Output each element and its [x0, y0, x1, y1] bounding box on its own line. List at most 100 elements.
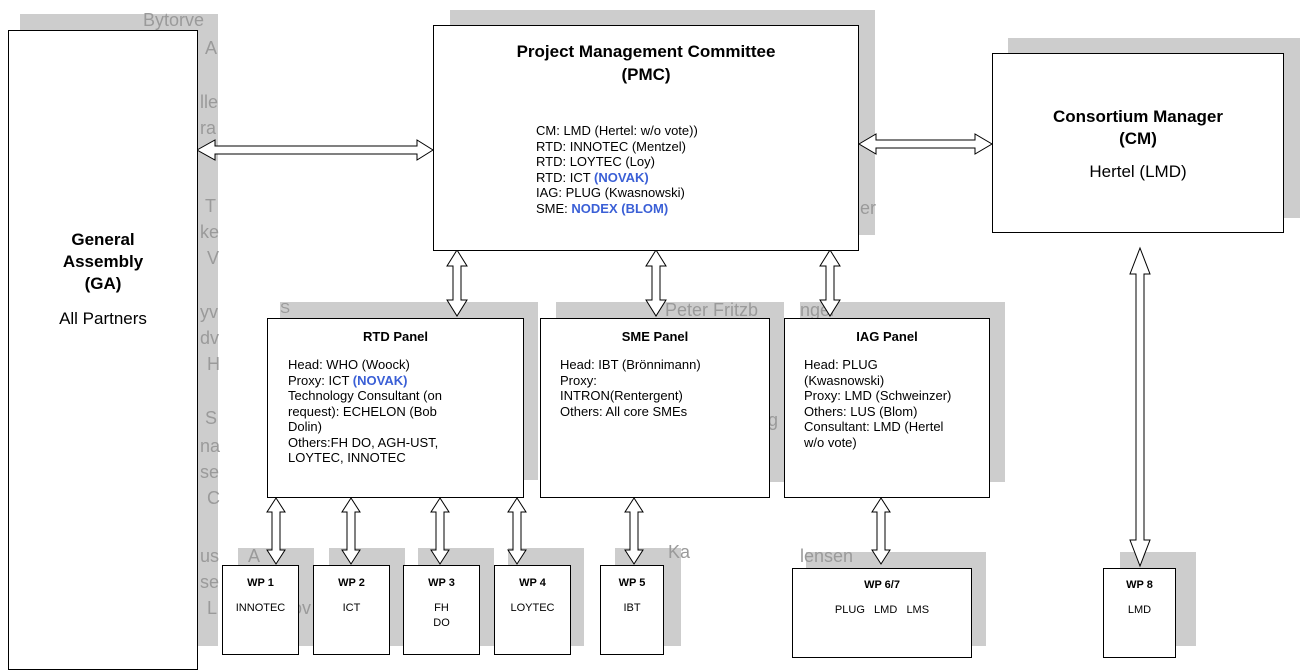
- arrow-pmc-rtd: [446, 249, 468, 317]
- pmc-title-line: Project Management Committee: [516, 42, 776, 61]
- ghost-text: L: [207, 598, 218, 618]
- wp-members: IBT: [623, 602, 641, 614]
- ga-subtitle: All Partners: [59, 309, 147, 328]
- wp-members: LMD: [1127, 604, 1152, 616]
- wp-2-box: WP 2 ICT: [313, 565, 390, 655]
- general-assembly-box: General Assembly (GA) All Partners: [8, 30, 198, 670]
- rtd-panel-box: RTD Panel Head: WHO (Woock) Proxy: ICT (…: [267, 318, 524, 498]
- sme-panel-line: Head: IBT (Brönnimann): [560, 357, 701, 372]
- ghost-text: S: [280, 300, 291, 317]
- wp-8-box: WP 8 LMD: [1103, 568, 1176, 658]
- iag-panel-body: Head: PLUG (Kwasnowski) Proxy: LMD (Schw…: [804, 357, 951, 450]
- ghost-text: A: [205, 38, 218, 58]
- wp-title: WP 2: [338, 577, 365, 589]
- wp-4-box: WP 4 LOYTEC: [494, 565, 571, 655]
- sme-panel-title: SME Panel: [621, 329, 689, 344]
- iag-panel-line: (Kwasnowski): [804, 372, 885, 388]
- ghost-text: Bytorve: [143, 10, 205, 30]
- arrow-pmc-iag: [819, 249, 841, 317]
- pmc-title-line: (PMC): [621, 65, 671, 84]
- arrow-pmc-cm: [858, 133, 993, 155]
- pmc-member: IAG: PLUG (Kwasnowski): [536, 185, 685, 200]
- ghost-text: ra: [200, 118, 217, 138]
- wp-members: INNOTEC: [235, 602, 286, 614]
- sme-panel-box: SME Panel Head: IBT (Brönnimann) Proxy: …: [540, 318, 770, 498]
- arrow-rtd-wp3: [430, 497, 450, 565]
- arrow-sme-wp5: [624, 497, 644, 565]
- iag-panel-title: IAG Panel: [856, 329, 918, 344]
- ghost-text: Ka: [668, 542, 691, 562]
- wp-6-7-box: WP 6/7 PLUG LMD LMS: [792, 568, 972, 658]
- cm-title-line: (CM): [1119, 129, 1157, 148]
- wp-title: WP 6/7: [864, 579, 900, 591]
- arrow-cm-wp8: [1129, 246, 1151, 568]
- pmc-title: Project Management Committee (PMC): [434, 40, 858, 86]
- ghost-text: H: [207, 354, 220, 374]
- sme-panel-line: Others: All core SMEs: [560, 403, 688, 419]
- pmc-member: SME: NODEX (BLOM): [536, 200, 669, 216]
- iag-panel-line: Proxy: LMD (Schweinzer): [804, 388, 952, 403]
- rtd-panel-line: Proxy: ICT (NOVAK): [288, 372, 408, 388]
- sme-panel-line: Proxy:: [560, 372, 597, 388]
- wp-title: WP 3: [428, 577, 455, 589]
- ghost-text: lle: [200, 92, 219, 112]
- ghost-text: S: [205, 408, 218, 428]
- cm-subtitle: Hertel (LMD): [1089, 162, 1187, 181]
- iag-panel-box: IAG Panel Head: PLUG (Kwasnowski) Proxy:…: [784, 318, 990, 498]
- ghost-text: A: [248, 546, 261, 566]
- iag-panel-line: Others: LUS (Blom): [804, 403, 918, 419]
- arrow-ga-pmc: [195, 139, 434, 161]
- ghost-text: yv: [200, 302, 218, 322]
- wp-title: WP 8: [1126, 579, 1153, 591]
- rtd-panel-line: Dolin): [288, 419, 322, 434]
- rtd-panel-line: request): ECHELON (Bob: [288, 403, 437, 419]
- ghost-text: dv: [200, 328, 220, 348]
- ga-title-line: (GA): [84, 274, 122, 293]
- wp-title: WP 4: [519, 577, 546, 589]
- ghost-text: ke: [200, 222, 220, 242]
- connector-arrows: [195, 133, 1151, 568]
- arrow-pmc-sme: [645, 249, 667, 317]
- wp-members: PLUG LMD LMS: [834, 604, 930, 616]
- pmc-member: RTD: ICT (NOVAK): [536, 169, 649, 185]
- ga-title-line: Assembly: [62, 252, 144, 271]
- sme-panel-line: INTRON(Rentergent): [560, 388, 683, 403]
- ghost-text: na: [200, 436, 221, 456]
- wp-members: ICT: [342, 602, 361, 614]
- ghost-text: us: [200, 546, 220, 566]
- wp-5-box: WP 5 IBT: [600, 565, 664, 655]
- arrow-iag-wp67: [871, 497, 891, 565]
- consortium-manager-box: Consortium Manager (CM) Hertel (LMD): [992, 53, 1284, 233]
- cm-title: Consortium Manager (CM): [993, 106, 1283, 150]
- pmc-member: CM: LMD (Hertel: w/o vote)): [536, 123, 698, 138]
- pmc-members: CM: LMD (Hertel: w/o vote)) RTD: INNOTEC…: [536, 123, 698, 216]
- rtd-panel-line: Head: WHO (Woock): [288, 357, 410, 372]
- wp-title: WP 1: [247, 577, 274, 589]
- sme-panel-body: Head: IBT (Brönnimann) Proxy: INTRON(Ren…: [560, 357, 701, 419]
- ghost-text: er: [860, 198, 877, 218]
- rtd-panel-line: Technology Consultant (on: [288, 388, 442, 403]
- pmc-member: RTD: LOYTEC (Loy): [536, 154, 655, 169]
- arrow-rtd-wp2: [341, 497, 361, 565]
- ghost-text: g: [768, 410, 779, 430]
- ghost-text: lensen: [800, 546, 854, 566]
- wp-members: LOYTEC: [510, 602, 555, 614]
- ghost-text: se: [200, 572, 220, 592]
- ghost-text: C: [207, 488, 220, 508]
- wp-1-box: WP 1 INNOTEC: [222, 565, 299, 655]
- arrow-rtd-wp1: [266, 497, 286, 565]
- arrow-rtd-wp4: [507, 497, 527, 565]
- ghost-text: se: [200, 462, 220, 482]
- ga-title-line: General: [71, 230, 135, 249]
- pmc-box: Project Management Committee (PMC) CM: L…: [433, 25, 859, 251]
- cm-title-line: Consortium Manager: [1052, 107, 1224, 126]
- ghost-text: T: [205, 196, 216, 216]
- ga-title: General Assembly (GA): [9, 229, 197, 295]
- iag-panel-line: Head: PLUG: [804, 357, 878, 372]
- ghost-text: V: [207, 248, 220, 268]
- iag-panel-line: w/o vote): [804, 434, 857, 450]
- wp-title: WP 5: [618, 577, 646, 589]
- iag-panel-line: Consultant: LMD (Hertel: [804, 419, 944, 434]
